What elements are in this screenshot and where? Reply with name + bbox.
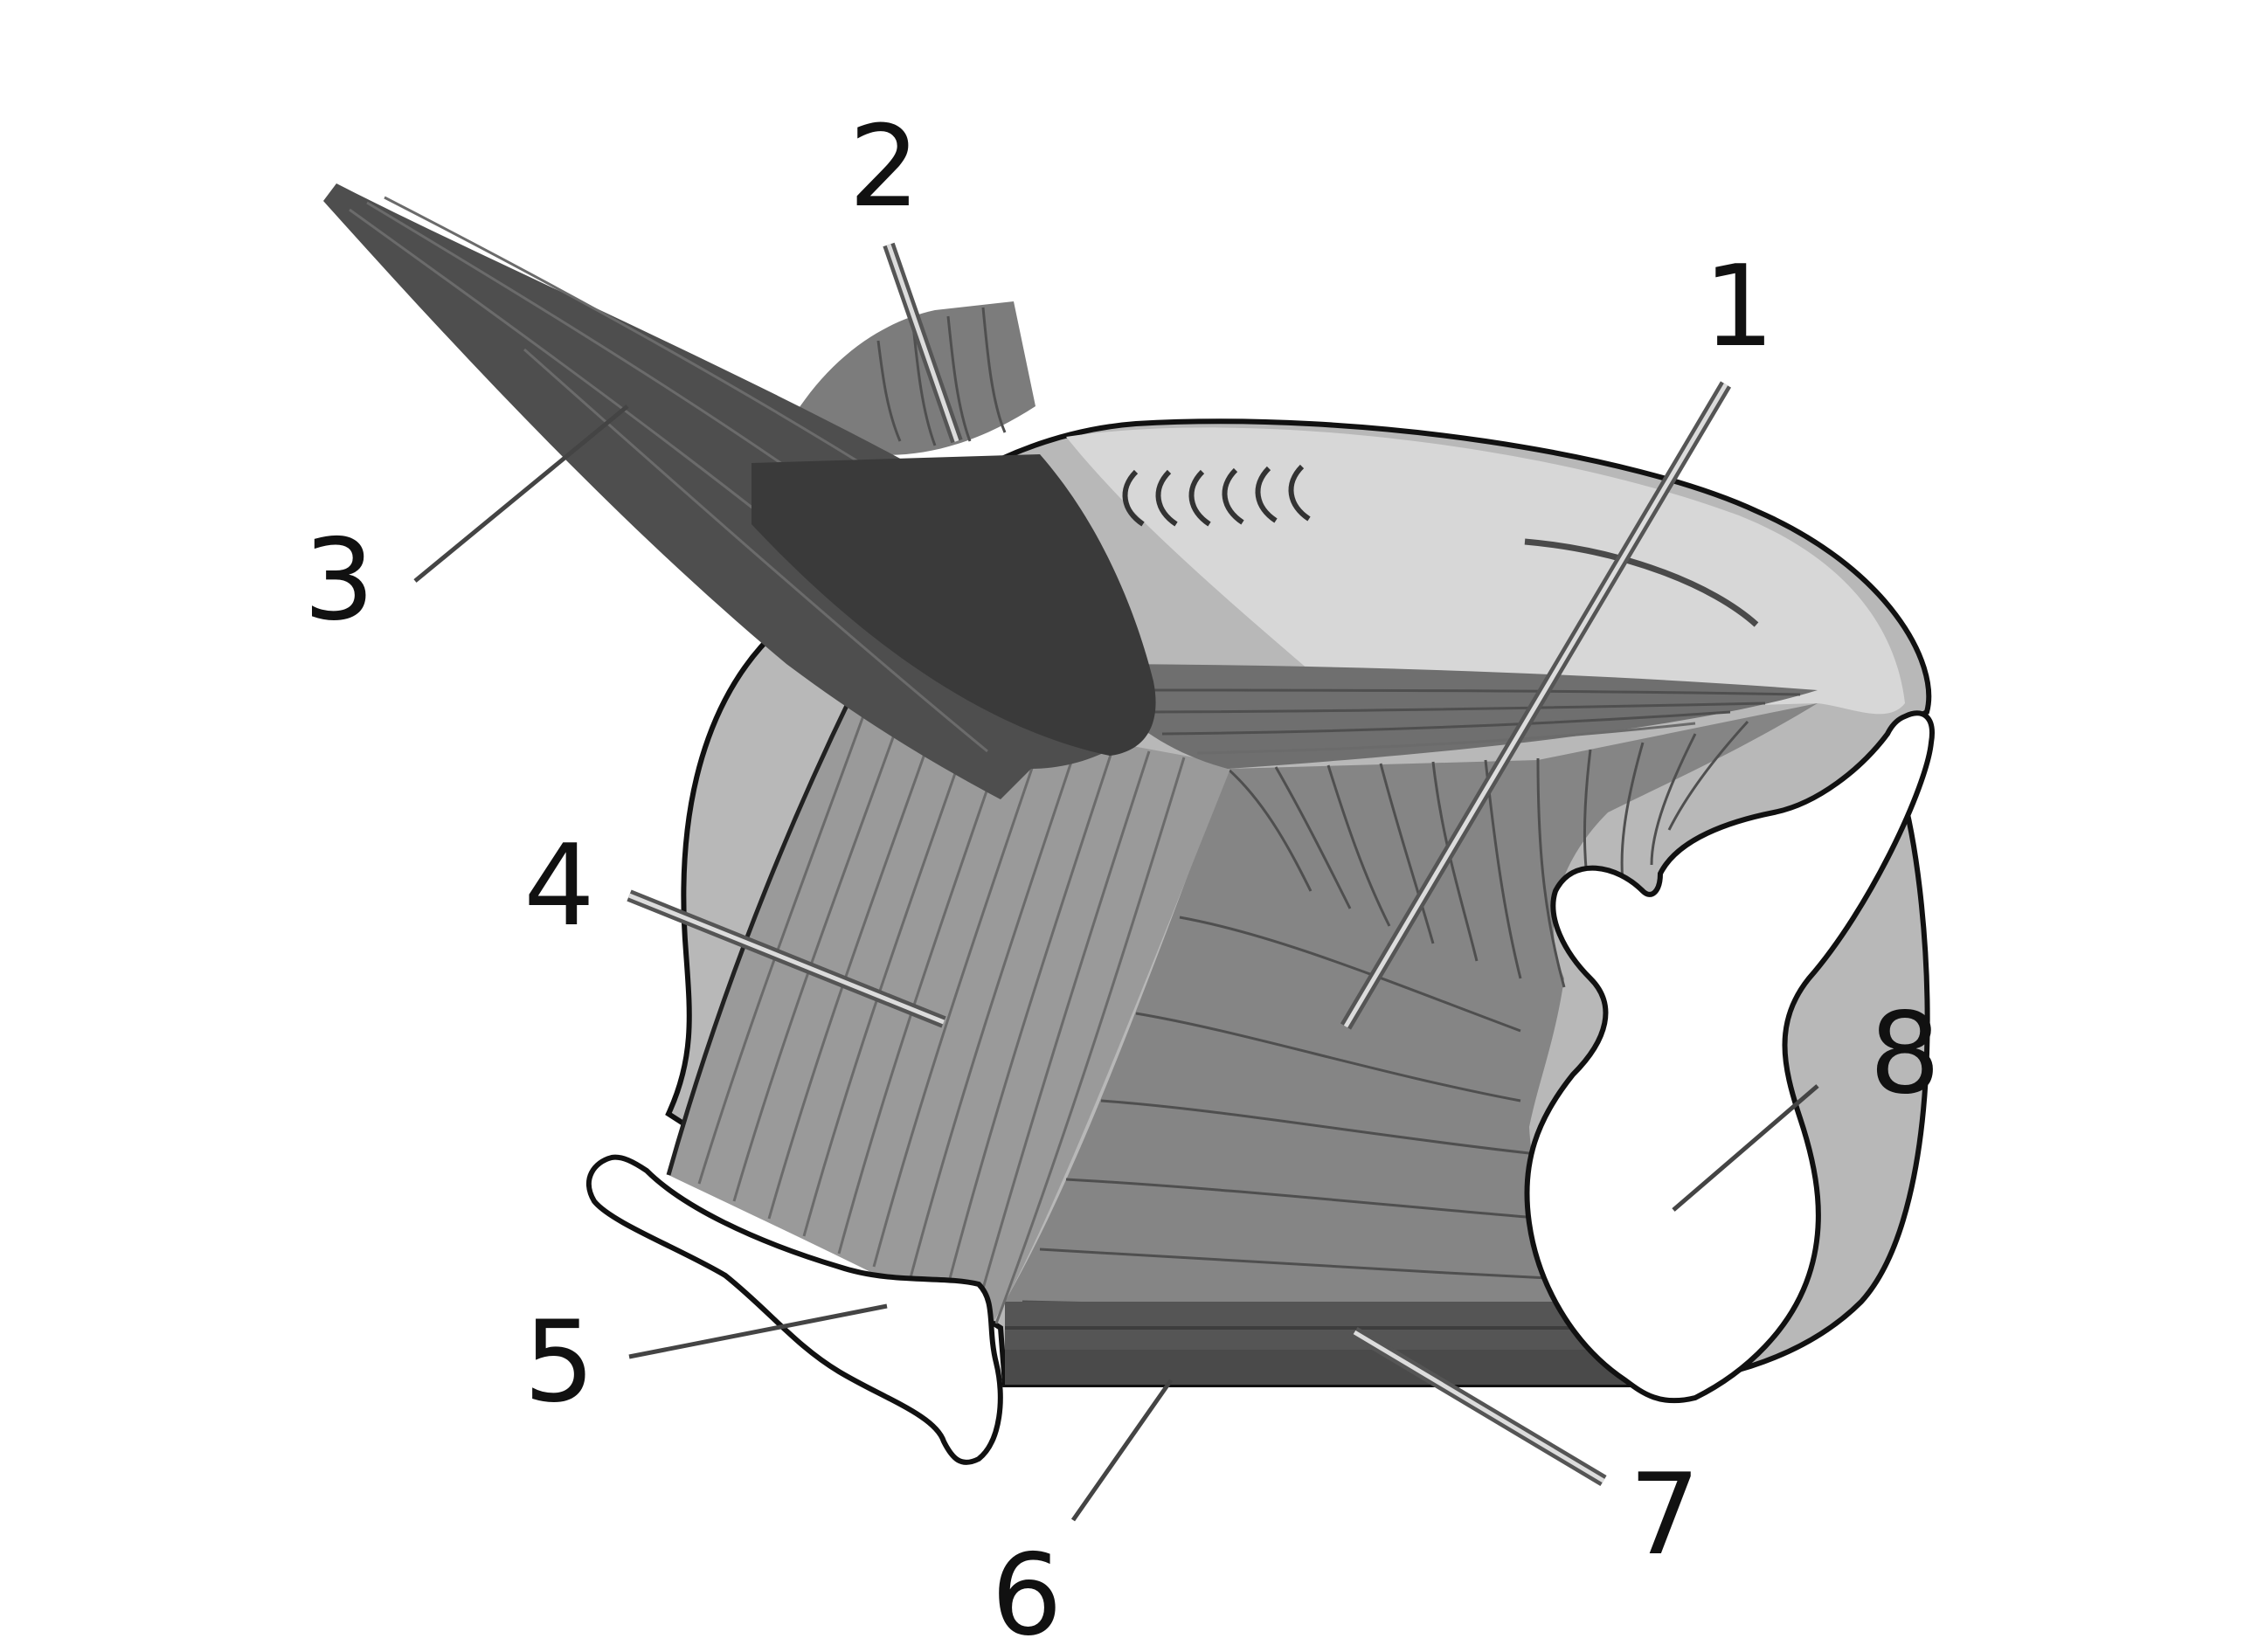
callout-7: 7 [1629,1450,1700,1580]
leader-line-3 [413,404,629,583]
callout-5: 5 [523,1297,594,1427]
muscle-overlap-belly [751,454,1156,756]
lower-darkest-band [1005,1350,1634,1385]
callout-6: 6 [991,1531,1062,1652]
callout-4: 4 [523,821,594,951]
cap-ridge-marks [1122,464,1311,527]
callout-labels: 1 2 3 4 5 6 7 8 [303,102,1940,1652]
cap-curve-accent [1524,538,1759,627]
upper-cap-surface [1066,427,1905,716]
right-bone [1524,710,1935,1404]
parallel-muscle-fibers [697,698,1186,1324]
callout-2: 2 [848,102,919,232]
parallel-muscle-edge [666,693,855,1176]
callout-8: 8 [1869,989,1940,1119]
callout-3: 3 [303,515,374,646]
fan-muscle-fibers [1022,720,1749,1317]
wedge-muscle [786,301,1035,455]
wedge-muscle-fibers [876,307,1007,446]
callout-1: 1 [1703,242,1774,372]
leader-line-8 [1672,1084,1819,1212]
leader-lines [413,242,1819,1522]
left-bone [586,1154,1003,1465]
upper-sheet-fibers [1100,688,1801,755]
fan-muscle [1005,703,1818,1328]
leader-line-6 [1070,1379,1174,1522]
leader-line-5 [628,1303,888,1359]
